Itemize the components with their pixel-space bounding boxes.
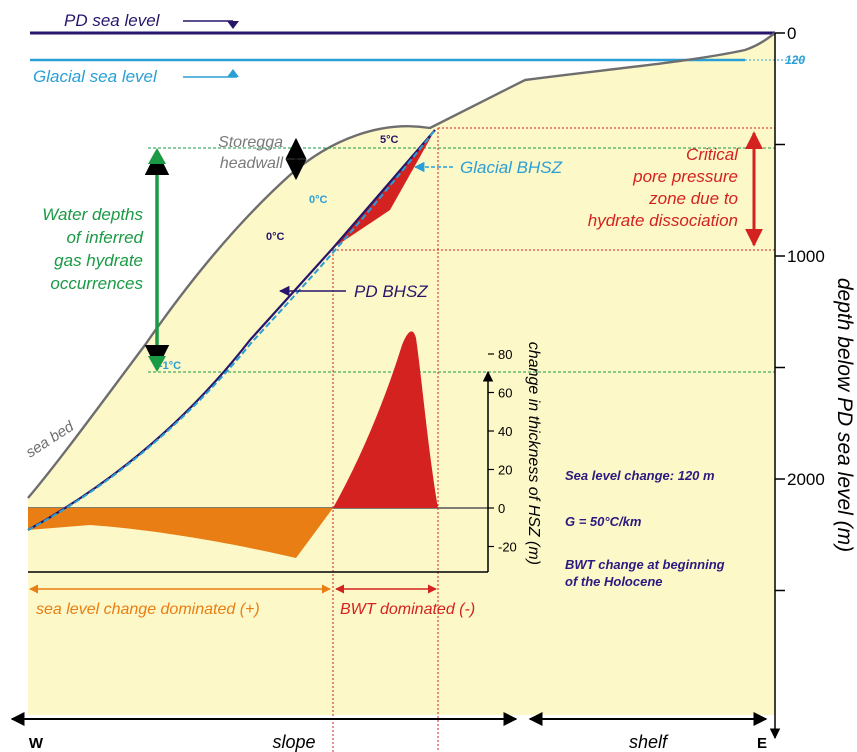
storegga-label-line2: headwall (220, 155, 284, 172)
depth-tick-label: 1000 (787, 247, 825, 266)
west-label: W (29, 735, 44, 752)
pd-sea-level-triangle (227, 21, 239, 29)
critical-label-line1: Critical (686, 145, 739, 164)
shelf-label: shelf (629, 732, 669, 752)
glacial-sea-level-label: Glacial sea level (33, 67, 158, 86)
hsz-axis-title: change in thickness of HSZ (m) (525, 342, 542, 565)
critical-label-line2: pore pressure (632, 167, 738, 186)
hsz-axis-ticks: 80 60 40 20 0 -20 (488, 347, 517, 555)
hsz-tick-label: 60 (498, 386, 512, 401)
critical-label-line4: hydrate dissociation (588, 211, 738, 230)
note-sea-level-change: Sea level change: 120 m (565, 468, 715, 483)
storegga-label-line1: Storegga (218, 134, 283, 151)
sea-level-dominated-label: sea level change dominated (+) (36, 601, 260, 618)
temp-label-0c-glacial: 0°C (309, 194, 328, 206)
critical-label-line3: zone due to (648, 189, 738, 208)
bwt-dominated-area (333, 331, 438, 508)
pd-bhsz-label: PD BHSZ (354, 282, 428, 301)
hsz-tick-label: 0 (498, 501, 505, 516)
temp-label-5c: 5°C (380, 134, 399, 146)
temp-label-0c-pd: 0°C (266, 231, 285, 243)
water-arrow-bottom-head (148, 356, 166, 372)
note-gradient: G = 50°C/km (565, 514, 642, 529)
sea-level-dominated-area (28, 508, 333, 558)
water-depths-line2: of inferred (66, 228, 143, 247)
water-depths-line4: occurrences (50, 274, 143, 293)
hsz-tick-label: 80 (498, 347, 512, 362)
glacial-bhsz-label: Glacial BHSZ (460, 158, 563, 177)
hsz-tick-label: -20 (498, 540, 517, 555)
depth-axis-ticks: 0 1000 2000 (775, 24, 825, 592)
water-depths-line1: Water depths (42, 205, 143, 224)
glacial-level-value: 120 (785, 53, 805, 67)
slope-label: slope (272, 732, 315, 752)
seabed-line (27, 32, 776, 499)
water-arrow-top-head (148, 148, 166, 164)
pd-sea-level-label: PD sea level (64, 11, 161, 30)
hsz-tick-label: 40 (498, 424, 512, 439)
note-bwt-change-1: BWT change at beginning (565, 557, 725, 572)
bwt-dominated-label: BWT dominated (-) (340, 601, 475, 618)
note-bwt-change-2: of the Holocene (565, 574, 663, 589)
depth-axis-title: depth below PD sea level (m) (833, 278, 856, 552)
glacial-sea-level-triangle (227, 69, 239, 77)
hsz-tick-label: 20 (498, 463, 512, 478)
water-depths-line3: gas hydrate (54, 251, 143, 270)
east-label: E (757, 735, 767, 752)
depth-tick-label: 0 (787, 24, 796, 43)
depth-tick-label: 2000 (787, 470, 825, 489)
